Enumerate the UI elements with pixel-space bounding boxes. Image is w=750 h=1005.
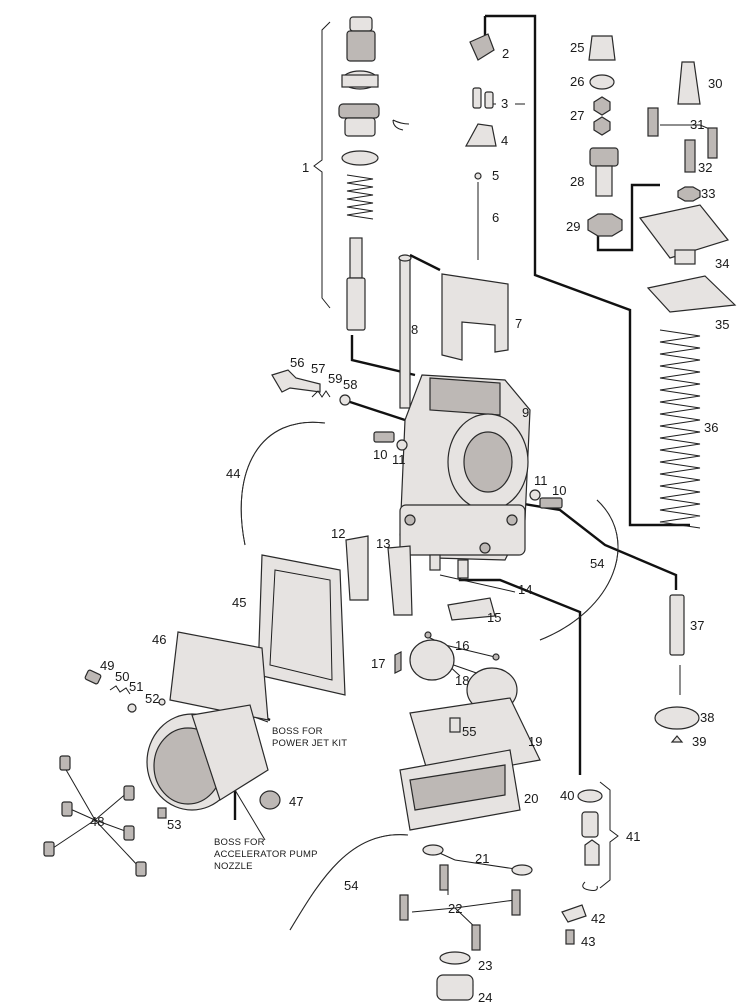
- note-accel-1: BOSS FOR: [214, 837, 265, 848]
- label-46: 46: [152, 632, 166, 647]
- label-43: 43: [581, 934, 595, 949]
- label-36: 36: [704, 420, 718, 435]
- label-27: 27: [570, 108, 584, 123]
- label-8: 8: [411, 322, 418, 337]
- label-1: 1: [302, 160, 309, 175]
- label-11b: 11: [534, 473, 548, 488]
- label-4: 4: [501, 133, 508, 148]
- label-33: 33: [701, 186, 715, 201]
- label-10a: 10: [373, 447, 387, 462]
- label-44: 44: [226, 466, 240, 481]
- label-30: 30: [708, 76, 722, 91]
- label-26: 26: [570, 74, 584, 89]
- label-38: 38: [700, 710, 714, 725]
- label-41: 41: [626, 829, 640, 844]
- label-29: 29: [566, 219, 580, 234]
- label-14: 14: [518, 582, 532, 597]
- label-13: 13: [376, 536, 390, 551]
- label-35: 35: [715, 317, 729, 332]
- label-59: 59: [328, 371, 342, 386]
- label-32: 32: [698, 160, 712, 175]
- label-47: 47: [289, 794, 303, 809]
- boss-notes: BOSS FOR POWER JET KIT BOSS FOR ACCELERA…: [214, 726, 347, 872]
- label-20: 20: [524, 791, 538, 806]
- label-55: 55: [462, 724, 476, 739]
- label-7: 7: [515, 316, 522, 331]
- label-50: 50: [115, 669, 129, 684]
- label-2: 2: [502, 46, 509, 61]
- label-37: 37: [690, 618, 704, 633]
- label-21: 21: [475, 851, 489, 866]
- label-39: 39: [692, 734, 706, 749]
- label-40: 40: [560, 788, 574, 803]
- label-12: 12: [331, 526, 345, 541]
- part-number-labels: 1 2 3 4 5 6 7 8 9 10 11 11 10 12 13 14 1…: [90, 40, 729, 1005]
- right-column-parts: [587, 35, 737, 743]
- label-16: 16: [455, 638, 469, 653]
- label-54b: 54: [344, 878, 358, 893]
- throttle-top-assembly: [338, 16, 410, 331]
- note-accel-3: NOZZLE: [214, 861, 253, 872]
- label-42: 42: [591, 911, 605, 926]
- label-28: 28: [570, 174, 584, 189]
- label-23: 23: [478, 958, 492, 973]
- label-3: 3: [501, 96, 508, 111]
- hoses: [240, 421, 619, 931]
- label-15: 15: [487, 610, 501, 625]
- note-accel-2: ACCELERATOR PUMP: [214, 849, 318, 860]
- carburetor-body: [399, 374, 531, 579]
- label-52: 52: [145, 691, 159, 706]
- label-53: 53: [167, 817, 181, 832]
- label-18: 18: [455, 673, 469, 688]
- note-power-jet-2: POWER JET KIT: [272, 738, 347, 749]
- label-11a: 11: [392, 452, 406, 467]
- label-24: 24: [478, 990, 492, 1005]
- label-45: 45: [232, 595, 246, 610]
- label-17: 17: [371, 656, 385, 671]
- slide-and-needle-parts: [398, 33, 509, 409]
- label-5: 5: [492, 168, 499, 183]
- label-6: 6: [492, 210, 499, 225]
- left-side-parts: [43, 369, 563, 877]
- lower-parts: [345, 535, 603, 1001]
- label-57: 57: [311, 361, 325, 376]
- label-31: 31: [690, 117, 704, 132]
- label-22: 22: [448, 901, 462, 916]
- label-58: 58: [343, 377, 357, 392]
- label-10b: 10: [552, 483, 566, 498]
- label-19: 19: [528, 734, 542, 749]
- note-power-jet-1: BOSS FOR: [272, 726, 323, 737]
- label-49: 49: [100, 658, 114, 673]
- label-54a: 54: [590, 556, 604, 571]
- label-9: 9: [522, 405, 529, 420]
- label-34: 34: [715, 256, 729, 271]
- label-56: 56: [290, 355, 304, 370]
- label-51: 51: [129, 679, 143, 694]
- label-25: 25: [570, 40, 584, 55]
- label-48: 48: [90, 814, 104, 829]
